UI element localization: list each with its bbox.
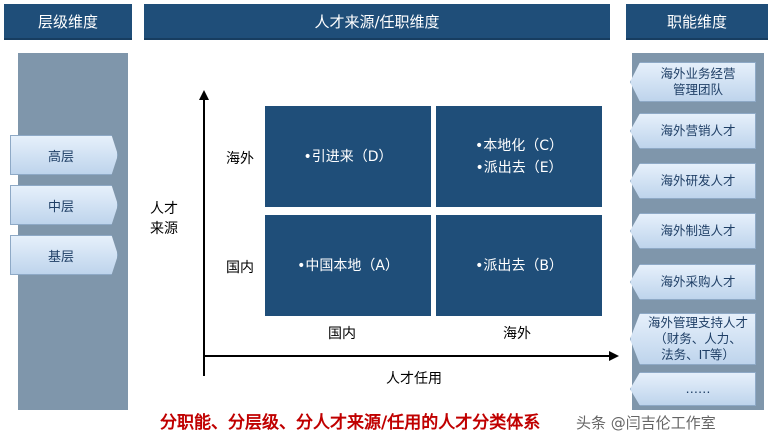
y-axis-arrow-icon: [199, 90, 209, 100]
quadrant-item: •引进来（D）: [303, 148, 393, 165]
quadrant-bottom-right: •派出去（B）: [436, 215, 602, 316]
quadrant-item: •中国本地（A）: [297, 257, 399, 274]
function-chip-more: ……: [630, 372, 756, 406]
watermark: 头条 @闫吉伦工作室: [576, 414, 716, 432]
function-chip-support: 海外管理支持人才 （财务、人力、 法务、IT等）: [630, 313, 756, 365]
quadrant-item: •派出去（B）: [475, 257, 563, 274]
x-axis-arrow-icon: [609, 351, 619, 361]
level-dimension-header: 层级维度: [4, 4, 132, 40]
function-dimension-header: 职能维度: [626, 4, 768, 40]
quadrant-bottom-left: •中国本地（A）: [265, 215, 431, 316]
function-chip-procurement: 海外采购人才: [630, 264, 756, 300]
quadrant-item: •派出去（E）: [475, 159, 563, 176]
function-chip-manufacturing: 海外制造人才: [630, 213, 756, 249]
x-tick-domestic: 国内: [328, 326, 356, 342]
level-panel: [18, 53, 128, 410]
source-usage-dimension-header: 人才来源/任职维度: [144, 4, 610, 40]
quadrant-item: •本地化（C）: [474, 137, 564, 154]
quadrant-top-left: •引进来（D）: [265, 106, 431, 207]
x-axis-label: 人才任用: [386, 371, 442, 387]
y-axis-label: 人才 来源: [150, 201, 178, 237]
level-chip-middle: 中层: [10, 185, 118, 225]
level-chip-junior: 基层: [10, 235, 118, 275]
y-tick-domestic: 国内: [226, 260, 254, 276]
function-chip-marketing: 海外营销人才: [630, 113, 756, 149]
y-axis: [203, 98, 205, 376]
function-chip-management: 海外业务经营 管理团队: [630, 62, 756, 102]
caption: 分职能、分层级、分人才来源/任用的人才分类体系: [160, 413, 541, 433]
function-chip-rnd: 海外研发人才: [630, 163, 756, 199]
level-chip-senior: 高层: [10, 135, 118, 175]
y-tick-overseas: 海外: [226, 151, 254, 167]
x-axis: [203, 355, 611, 357]
quadrant-top-right: •本地化（C） •派出去（E）: [436, 106, 602, 207]
x-tick-overseas: 海外: [503, 326, 531, 342]
